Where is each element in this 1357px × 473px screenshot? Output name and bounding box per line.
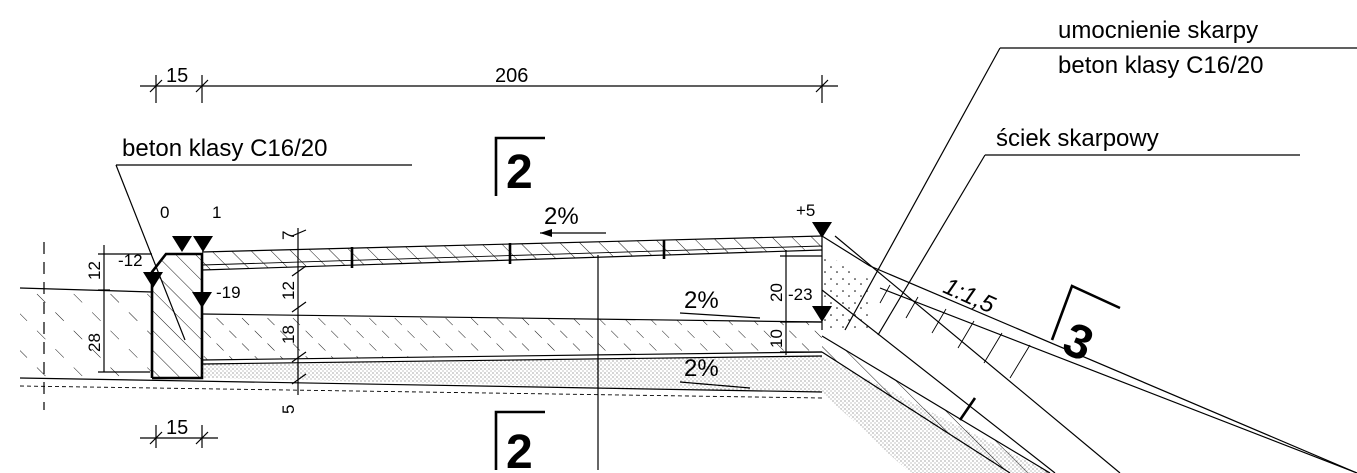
- curb: [150, 252, 204, 380]
- level-marker-minus23: [812, 306, 832, 322]
- dimension-bottom: [140, 425, 218, 448]
- existing-ground-left: [19, 242, 153, 410]
- slope-arrows: [540, 229, 761, 389]
- section-mark-right: 3: [1056, 313, 1101, 372]
- dimension-vertical-right: [780, 236, 823, 355]
- leader-lines: [115, 47, 1357, 341]
- slope-surface: 2%: [544, 203, 579, 230]
- slope-embankment: 1:1,5: [939, 273, 999, 320]
- level-marker-0: [172, 236, 192, 252]
- section-mark-top: 2: [506, 146, 533, 199]
- level-one: 1: [212, 203, 221, 222]
- dim-curb-28: 28: [85, 333, 104, 352]
- dim-curb-12: 12: [85, 261, 104, 280]
- dim-curb-width-top: 15: [166, 65, 188, 87]
- dimension-top: [140, 75, 838, 103]
- callout-slope-protection-line2: beton klasy C16/20: [1058, 52, 1263, 79]
- slope-base: 2%: [684, 287, 719, 314]
- dim-layer-7: 7: [279, 231, 298, 240]
- callout-slope-gutter: ściek skarpowy: [996, 125, 1159, 152]
- slope-subbase: 2%: [684, 355, 719, 382]
- dim-pavement-width: 206: [495, 65, 528, 87]
- base-course: [201, 313, 823, 361]
- level-marker-minus19: [192, 292, 212, 308]
- dim-curb-width-bottom: 15: [166, 417, 188, 439]
- slope-protection-ticks: [879, 284, 1031, 379]
- wearing-course: [201, 235, 823, 271]
- level-marker-1: [193, 236, 213, 252]
- callout-curb-concrete: beton klasy C16/20: [122, 135, 327, 162]
- level-minus19: -19: [216, 283, 241, 302]
- level-plus5: +5: [796, 201, 815, 220]
- level-minus23: -23: [788, 285, 813, 304]
- dim-layer-18: 18: [279, 325, 298, 344]
- level-markers: [143, 222, 832, 322]
- section-mark-brackets: [494, 136, 1121, 470]
- subgrade: [19, 385, 823, 399]
- level-marker-plus5: [812, 222, 832, 238]
- dimension-vertical-left: [98, 228, 307, 395]
- embankment-slope: [821, 235, 1357, 473]
- section-mark-bottom: 2: [506, 426, 533, 473]
- dim-right-10: 10: [767, 329, 786, 348]
- dim-layer-12a: 12: [279, 281, 298, 300]
- dim-right-20: 20: [767, 283, 786, 302]
- level-marker-minus12: [143, 272, 163, 288]
- callout-slope-protection-line1: umocnienie skarpy: [1058, 17, 1258, 44]
- sub-base-sand: [19, 355, 1050, 473]
- dim-layer-5: 5: [279, 405, 298, 414]
- level-zero: 0: [160, 203, 169, 222]
- level-minus12: -12: [118, 251, 143, 270]
